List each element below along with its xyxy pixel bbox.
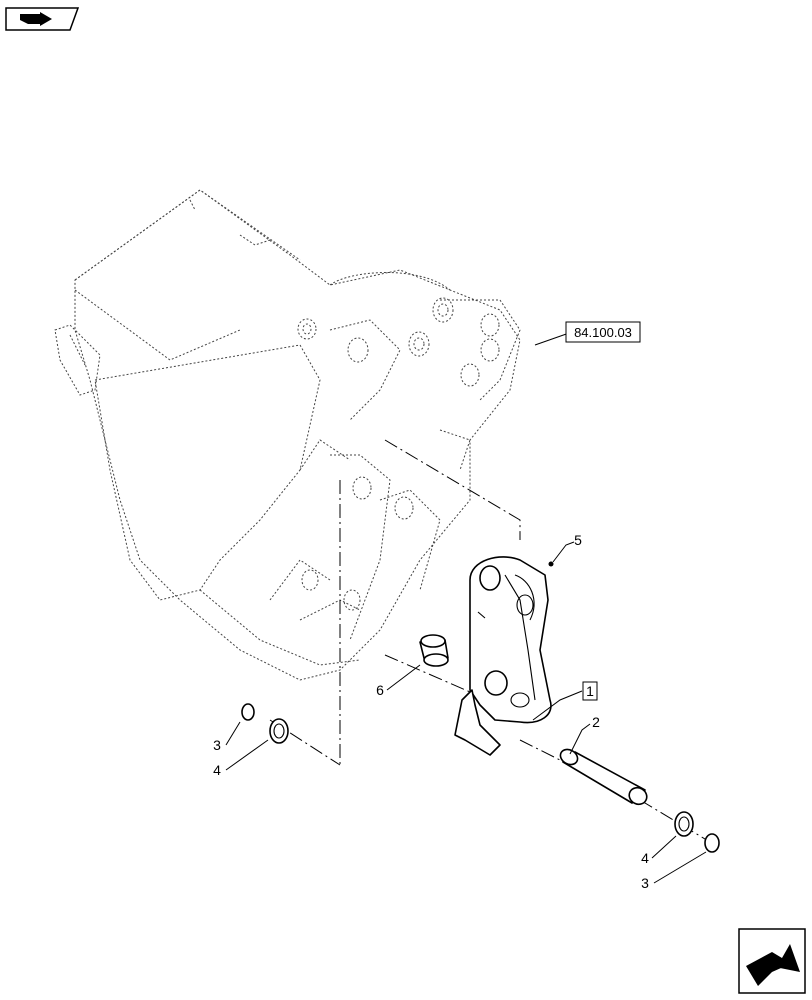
item-1-label: 1: [586, 683, 594, 699]
link-arm-part[interactable]: [454, 556, 552, 756]
retaining-ring-right: [704, 833, 720, 853]
leader-lines: [225, 331, 707, 884]
callout-item-1: 1: [582, 681, 598, 701]
washer-right: [674, 811, 694, 837]
item-4-left-label: 4: [213, 762, 221, 778]
next-page-icon[interactable]: [738, 928, 806, 994]
previous-page-icon[interactable]: [5, 7, 80, 31]
washer-left: [269, 718, 289, 744]
grease-fitting-part: [548, 561, 554, 567]
item-5-label: 5: [574, 532, 582, 548]
item-4-right-label: 4: [641, 850, 649, 866]
item-3-right-label: 3: [641, 875, 649, 891]
item-2-label: 2: [592, 714, 600, 730]
item-3-left-label: 3: [213, 737, 221, 753]
retaining-ring-left: [241, 703, 255, 721]
pin-part: [559, 748, 648, 806]
reference-callout[interactable]: 84.100.03: [565, 321, 641, 343]
reference-label[interactable]: 84.100.03: [574, 325, 632, 340]
bucket-ghost-outline: [54, 189, 521, 681]
item-6-label: 6: [376, 682, 384, 698]
bushing-part: [419, 634, 449, 667]
